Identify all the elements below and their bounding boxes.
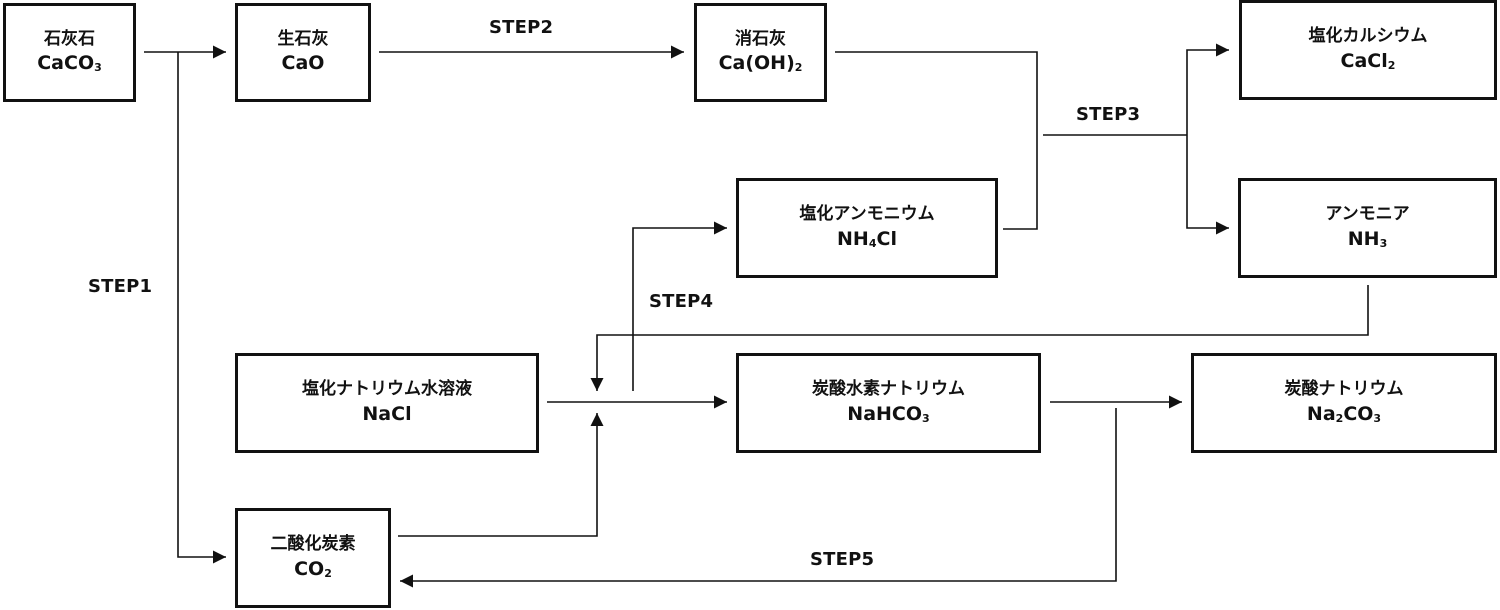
formula-subscript: 2 [794,61,803,75]
arrow-nh3-to-mixing-point [590,285,1369,391]
arrow-to-nh3 [1186,135,1229,235]
line-slakedlime-to-junction [835,51,1038,230]
step3-label: STEP3 [1076,104,1141,125]
carbon-dioxide-name: 二酸化炭素 [270,534,356,555]
sodium-carbonate-box: 炭酸ナトリウム Na2CO3 [1191,353,1497,453]
formula-subscript: 2 [324,566,332,580]
formula-subscript: 2 [1335,411,1344,425]
sodium-bicarbonate-name: 炭酸水素ナトリウム [812,379,965,400]
step1-label: STEP1 [88,276,153,297]
sodium-chloride-solution-name: 塩化ナトリウム水溶液 [302,379,472,400]
limestone-name: 石灰石 [44,28,95,49]
arrow-limestone-to-co2 [177,52,226,564]
quicklime-box: 生石灰 CaO [235,3,371,102]
slaked-lime-formula: Ca(OH)2 [718,52,803,75]
slaked-lime-box: 消石灰 Ca(OH)2 [694,3,827,102]
slaked-lime-name: 消石灰 [735,28,786,49]
arrow-co2-to-mixing-point [398,413,604,537]
ammonium-chloride-formula: NH4Cl [837,227,897,250]
quicklime-name: 生石灰 [277,28,329,49]
arrow-co2-recycle [400,408,1117,588]
quicklime-formula: CaO [281,52,325,75]
formula-subscript: 3 [94,61,102,75]
limestone-box: 石灰石 CaCO3 [3,3,136,102]
ammonium-chloride-name: 塩化アンモニウム [799,204,935,225]
calcium-chloride-formula: CaCl2 [1340,49,1396,72]
arrow-to-nh4cl [632,221,727,391]
formula-subscript: 3 [922,411,930,425]
formula-subscript: 3 [1373,411,1382,425]
ammonium-chloride-box: 塩化アンモニウム NH4Cl [736,178,998,278]
step5-label: STEP5 [810,549,875,570]
ammonia-box: アンモニア NH3 [1238,178,1497,278]
carbon-dioxide-box: 二酸化炭素 CO2 [235,508,391,608]
limestone-formula: CaCO3 [37,52,102,75]
sodium-chloride-solution-box: 塩化ナトリウム水溶液 NaCl [235,353,539,453]
formula-subscript: 3 [1379,236,1388,250]
ammonia-name: アンモニア [1325,204,1410,225]
calcium-chloride-name: 塩化カルシウム [1308,26,1428,47]
sodium-bicarbonate-box: 炭酸水素ナトリウム NaHCO3 [736,353,1041,453]
formula-subscript: 4 [868,236,877,250]
sodium-carbonate-name: 炭酸ナトリウム [1284,379,1404,400]
sodium-bicarbonate-formula: NaHCO3 [847,402,930,425]
ammonia-formula: NH3 [1347,227,1388,250]
step2-label: STEP2 [489,17,554,38]
arrow-to-cacl2 [1186,43,1229,135]
sodium-carbonate-formula: Na2CO3 [1306,402,1382,425]
calcium-chloride-box: 塩化カルシウム CaCl2 [1239,0,1497,100]
carbon-dioxide-formula: CO2 [294,557,332,580]
step4-label: STEP4 [649,291,714,312]
formula-subscript: 2 [1387,58,1396,72]
sodium-chloride-formula: NaCl [362,402,412,425]
